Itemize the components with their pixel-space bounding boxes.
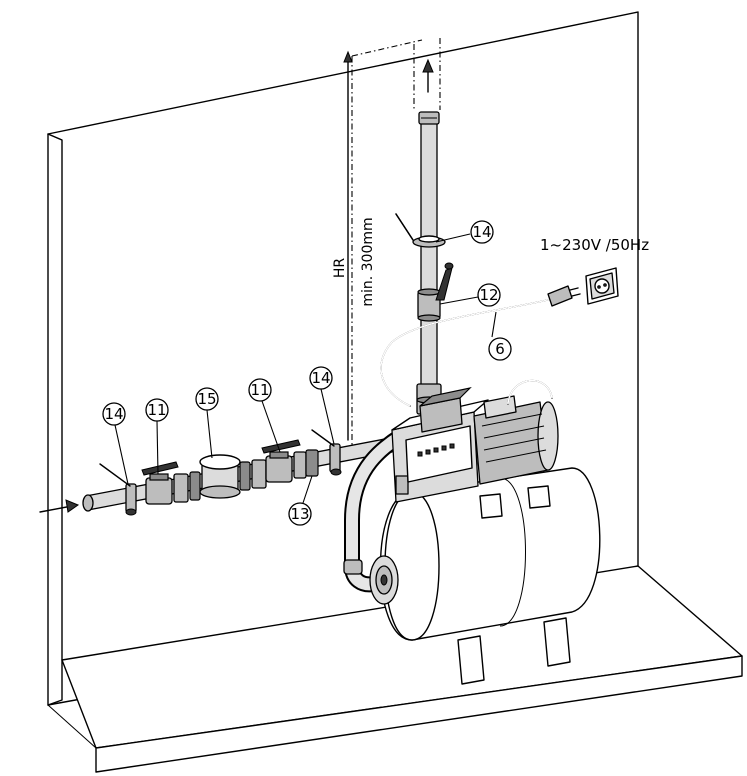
min-height-label: min. 300mm	[360, 217, 376, 306]
svg-text:11: 11	[147, 401, 166, 419]
inlet-line	[39, 429, 393, 516]
callout-6: 6	[488, 337, 512, 361]
callout-leaders	[114, 233, 497, 504]
voltage-label: 1~230V /50Hz	[540, 236, 649, 254]
outlet-flow-arrow	[413, 38, 441, 110]
callout-11-left: 11	[145, 398, 169, 422]
discharge-pipe	[395, 111, 454, 417]
callout-14-right: 14	[309, 366, 333, 390]
suction-hose	[343, 418, 426, 593]
pressure-tank	[369, 467, 601, 685]
svg-text:14: 14	[311, 369, 330, 387]
svg-text:13: 13	[290, 505, 309, 523]
svg-text:11: 11	[250, 381, 269, 399]
svg-text:14: 14	[472, 223, 491, 241]
wall-socket-icon	[585, 267, 619, 305]
hr-label: HR	[332, 258, 348, 279]
callout-15: 15	[195, 387, 219, 411]
callout-12: 12	[477, 283, 501, 307]
pump-unit	[391, 380, 559, 519]
svg-text:14: 14	[104, 405, 123, 423]
svg-text:12: 12	[479, 286, 498, 304]
power-cable	[380, 285, 581, 407]
callout-13: 13	[288, 502, 312, 526]
callout-14-left: 14	[102, 402, 126, 426]
svg-text:6: 6	[495, 340, 505, 358]
callout-11-right: 11	[248, 378, 272, 402]
callout-14-top: 14	[470, 220, 494, 244]
svg-text:15: 15	[197, 390, 216, 408]
height-dimension: HR min. 300mm	[332, 39, 423, 450]
